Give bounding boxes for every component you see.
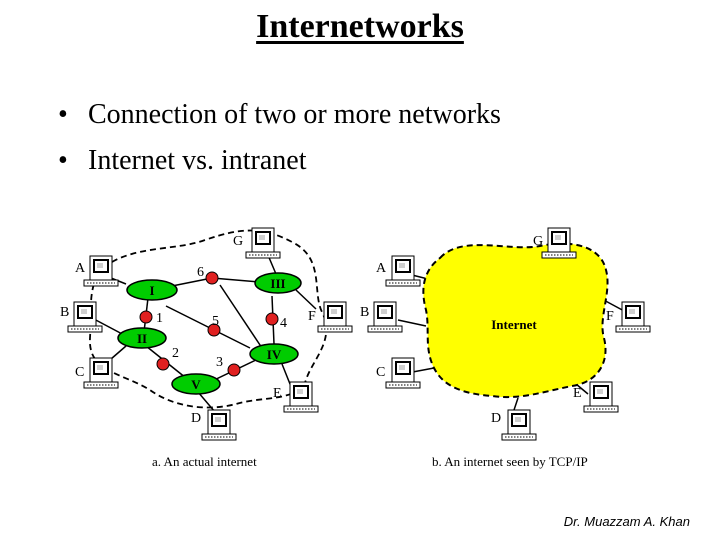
page-title: Internetworks bbox=[256, 8, 464, 45]
router-label-4: 4 bbox=[280, 316, 287, 331]
computer-icon bbox=[583, 381, 619, 413]
caption-a: a. An actual internet bbox=[152, 454, 257, 469]
host-label-D: D bbox=[191, 411, 201, 426]
svg-text:II: II bbox=[137, 331, 147, 346]
svg-text:I: I bbox=[149, 283, 154, 298]
computer-icon bbox=[367, 301, 403, 333]
network-III: III bbox=[254, 272, 302, 294]
bullet-item: • Internet vs. intranet bbox=[58, 144, 501, 190]
host-label-E: E bbox=[573, 386, 582, 401]
host-label-D: D bbox=[491, 411, 501, 426]
router-3 bbox=[227, 363, 241, 377]
host-label-C: C bbox=[75, 365, 84, 380]
caption-b: b. An internet seen by TCP/IP bbox=[432, 454, 588, 469]
routers-a: 1 2 3 4 5 6 bbox=[139, 265, 287, 377]
router-label-3: 3 bbox=[216, 355, 223, 370]
bullet-text: Connection of two or more networks bbox=[88, 99, 501, 130]
tcpip-internet-diagram: Internet A B C D E F G b. An internet se… bbox=[360, 227, 651, 469]
router-5 bbox=[207, 323, 221, 337]
router-label-2: 2 bbox=[172, 346, 179, 361]
host-label-F: F bbox=[308, 309, 316, 324]
computer-icon bbox=[501, 409, 537, 441]
host-label-B: B bbox=[60, 305, 69, 320]
host-label-F: F bbox=[606, 309, 614, 324]
host-label-G: G bbox=[233, 234, 243, 249]
bullet-list: • Connection of two or more networks • Int… bbox=[58, 98, 501, 190]
actual-internet-diagram: I II III IV V bbox=[60, 227, 353, 469]
network-I: I bbox=[126, 279, 178, 301]
host-label-A: A bbox=[75, 261, 86, 276]
router-2 bbox=[156, 357, 170, 371]
bullet-icon: • bbox=[58, 145, 68, 176]
computer-icon bbox=[83, 357, 119, 389]
network-V: V bbox=[171, 373, 221, 395]
author-credit: Dr. Muazzam A. Khan bbox=[563, 514, 690, 529]
router-label-5: 5 bbox=[212, 314, 219, 329]
svg-text:IV: IV bbox=[267, 347, 282, 362]
router-4 bbox=[265, 312, 279, 326]
computer-icon bbox=[615, 301, 651, 333]
networks-a: I II III IV V bbox=[117, 272, 302, 395]
svg-text:III: III bbox=[270, 276, 285, 291]
bullet-item: • Connection of two or more networks bbox=[58, 98, 501, 144]
host-label-E: E bbox=[273, 386, 282, 401]
bullet-icon: • bbox=[58, 99, 68, 130]
network-IV: IV bbox=[249, 343, 299, 365]
computer-icon bbox=[385, 357, 421, 389]
router-label-6: 6 bbox=[197, 265, 204, 280]
host-label-A: A bbox=[376, 261, 387, 276]
network-II: II bbox=[117, 327, 167, 349]
router-label-1: 1 bbox=[156, 311, 163, 326]
host-label-C: C bbox=[376, 365, 385, 380]
cloud-label: Internet bbox=[491, 317, 537, 332]
computer-icon bbox=[317, 301, 353, 333]
computer-icon bbox=[541, 227, 577, 259]
computer-icon bbox=[385, 255, 421, 287]
svg-text:V: V bbox=[191, 377, 201, 392]
computer-icon bbox=[67, 301, 103, 333]
computer-icon bbox=[201, 409, 237, 441]
router-6 bbox=[205, 271, 219, 285]
bullet-text: Internet vs. intranet bbox=[88, 145, 307, 176]
host-label-B: B bbox=[360, 305, 369, 320]
computer-icon bbox=[245, 227, 281, 259]
computer-icon bbox=[283, 381, 319, 413]
hosts-b: A B C D E F G bbox=[360, 227, 651, 441]
router-1 bbox=[139, 310, 153, 324]
hosts-a: A B C D E F G bbox=[60, 227, 353, 441]
host-label-G: G bbox=[533, 234, 543, 249]
